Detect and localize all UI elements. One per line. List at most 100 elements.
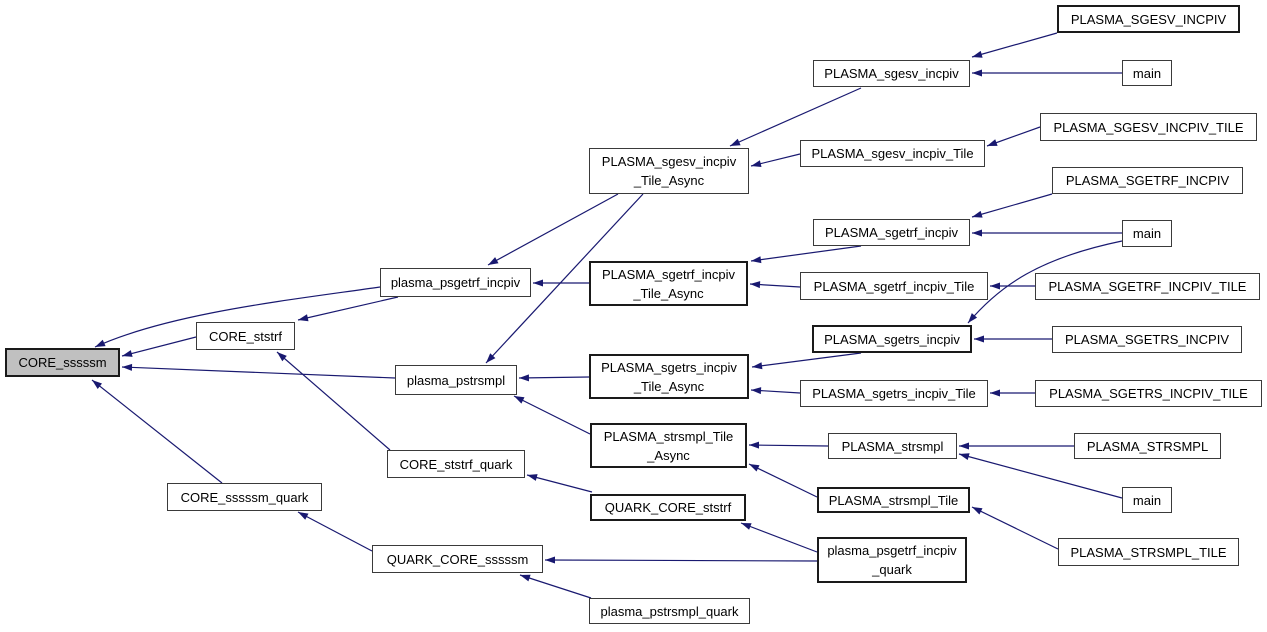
- edge-PLASMA_strsmpl_Tile--PLASMA_strsmpl_Tile_Async: [748, 463, 818, 498]
- arrowhead-plasma_psgetrf_incpiv--CORE_sssssm: [95, 339, 106, 347]
- node-PLASMA_strsmpl_Tile[interactable]: PLASMA_strsmpl_Tile: [817, 487, 970, 513]
- edge-CORE_ststrf--CORE_sssssm: [121, 336, 197, 357]
- arrowhead-CORE_ststrf--CORE_sssssm: [122, 350, 133, 357]
- node-PLASMA_strsmpl[interactable]: PLASMA_strsmpl: [828, 433, 957, 459]
- edge-QUARK_CORE_ststrf--CORE_ststrf_quark: [526, 474, 593, 493]
- node-plasma_pstrsmpl[interactable]: plasma_pstrsmpl: [395, 365, 517, 395]
- arrowhead-main-2--PLASMA_sgetrf_incpiv: [972, 229, 982, 237]
- arrowhead-PLASMA_sgetrf_incpiv--PLASMA_sgetrf_incpiv_Tile_Async: [751, 256, 762, 264]
- node-PLASMA_sgetrf_incpiv_Tile_Async[interactable]: PLASMA_sgetrf_incpiv_Tile_Async: [589, 261, 748, 306]
- edge-plasma_psgetrf_incpiv_quark--QUARK_CORE_sssssm: [544, 559, 818, 562]
- arrowhead-plasma_psgetrf_incpiv--CORE_ststrf: [298, 314, 309, 322]
- node-PLASMA_STRSMPL[interactable]: PLASMA_STRSMPL: [1074, 433, 1221, 459]
- node-label: PLASMA_SGETRS_INCPIV_TILE: [1049, 386, 1248, 401]
- edge-plasma_psgetrf_incpiv--CORE_ststrf: [297, 296, 399, 321]
- node-label: _Tile_Async: [633, 378, 705, 394]
- node-PLASMA_sgetrs_incpiv[interactable]: PLASMA_sgetrs_incpiv: [812, 325, 972, 353]
- node-label: PLASMA_sgetrs_incpiv: [601, 359, 737, 375]
- node-label: plasma_pstrsmpl_quark: [600, 603, 739, 619]
- node-plasma_pstrsmpl_quark[interactable]: plasma_pstrsmpl_quark: [589, 598, 750, 624]
- arrowhead-PLASMA_sgetrf_incpiv_Tile_Async--plasma_psgetrf_incpiv: [533, 279, 543, 287]
- edge-PLASMA_sgetrs_incpiv--PLASMA_sgetrs_incpiv_Tile_Async: [751, 352, 862, 368]
- edge-CORE_ststrf_quark--CORE_ststrf: [276, 351, 391, 451]
- arrowhead-PLASMA_sgetrs_incpiv--PLASMA_sgetrs_incpiv_Tile_Async: [752, 362, 763, 370]
- node-PLASMA_STRSMPL_TILE[interactable]: PLASMA_STRSMPL_TILE: [1058, 538, 1239, 566]
- edge-plasma_pstrsmpl_quark--QUARK_CORE_sssssm: [519, 574, 592, 599]
- arrowhead-CORE_sssssm_quark--CORE_sssssm: [92, 380, 102, 389]
- node-PLASMA_SGESV_INCPIV_TILE[interactable]: PLASMA_SGESV_INCPIV_TILE: [1040, 113, 1257, 141]
- node-label: PLASMA_STRSMPL_TILE: [1070, 544, 1227, 560]
- node-label: plasma_pstrsmpl: [406, 372, 506, 388]
- arrowhead-PLASMA_sgesv_incpiv_Tile_Async--plasma_pstrsmpl: [486, 353, 496, 363]
- node-label: PLASMA_SGETRS_INCPIV: [1065, 332, 1229, 347]
- arrowhead-main-1--PLASMA_sgesv_incpiv: [972, 69, 982, 77]
- node-label: PLASMA_sgetrf_incpiv: [825, 225, 958, 240]
- edge-main-3--PLASMA_strsmpl: [958, 453, 1123, 499]
- node-label: PLASMA_SGESV_INCPIV_TILE: [1053, 119, 1244, 135]
- node-PLASMA_SGETRS_INCPIV[interactable]: PLASMA_SGETRS_INCPIV: [1052, 326, 1242, 353]
- arrowhead-PLASMA_sgetrf_incpiv_Tile--PLASMA_sgetrf_incpiv_Tile_Async: [750, 281, 761, 289]
- node-label: PLASMA_sgesv_incpiv: [601, 154, 737, 169]
- edge-plasma_psgetrf_incpiv--CORE_sssssm: [94, 286, 381, 348]
- node-main-1[interactable]: main: [1122, 60, 1172, 86]
- node-label: PLASMA_sgetrf_incpiv_Tile: [813, 278, 975, 294]
- node-label: _Tile_Async: [633, 173, 705, 188]
- node-PLASMA_SGETRF_INCPIV[interactable]: PLASMA_SGETRF_INCPIV: [1052, 167, 1243, 194]
- node-PLASMA_strsmpl_Tile_Async[interactable]: PLASMA_strsmpl_Tile _Async: [590, 423, 747, 468]
- node-label: plasma_psgetrf_incpiv: [827, 543, 957, 558]
- node-label: CORE_sssssm_quark: [180, 489, 309, 505]
- arrowhead-PLASMA_SGETRF_INCPIV_TILE--PLASMA_sgetrf_incpiv_Tile: [990, 282, 1000, 290]
- node-PLASMA_SGESV_INCPIV[interactable]: PLASMA_SGESV_INCPIV: [1057, 5, 1240, 33]
- node-label: plasma_psgetrf_incpiv: [390, 275, 521, 290]
- node-PLASMA_sgetrs_incpiv_Tile_Async[interactable]: PLASMA_sgetrs_incpiv _Tile_Async: [589, 354, 749, 399]
- node-label: PLASMA_sgesv_incpiv: [824, 66, 959, 81]
- arrowhead-PLASMA_STRSMPL--PLASMA_strsmpl: [959, 442, 969, 450]
- node-label: main: [1132, 492, 1162, 508]
- node-PLASMA_sgesv_incpiv_Tile[interactable]: PLASMA_sgesv_incpiv_Tile: [800, 140, 985, 167]
- edge-PLASMA_sgesv_incpiv_Tile_Async--plasma_pstrsmpl: [485, 193, 644, 364]
- node-label: CORE_ststrf: [209, 328, 282, 344]
- node-label: _Async: [647, 447, 690, 463]
- node-CORE_sssssm_quark[interactable]: CORE_sssssm_quark: [167, 483, 322, 511]
- node-label: PLASMA_sgetrs_incpiv: [824, 331, 960, 347]
- edge-PLASMA_sgesv_incpiv_Tile_Async--plasma_psgetrf_incpiv: [487, 193, 619, 266]
- arrowhead-main-2--PLASMA_sgetrs_incpiv: [968, 313, 978, 323]
- node-PLASMA_SGETRF_INCPIV_TILE[interactable]: PLASMA_SGETRF_INCPIV_TILE: [1035, 273, 1260, 300]
- edge-QUARK_CORE_sssssm--CORE_sssssm_quark: [297, 511, 373, 552]
- node-CORE_ststrf_quark[interactable]: CORE_ststrf_quark: [387, 450, 525, 478]
- node-label: PLASMA_sgesv_incpiv_Tile: [811, 146, 974, 161]
- node-QUARK_CORE_sssssm[interactable]: QUARK_CORE_sssssm: [372, 545, 543, 573]
- node-label: _quark: [872, 562, 912, 577]
- arrowhead-QUARK_CORE_sssssm--CORE_sssssm_quark: [298, 512, 309, 520]
- node-label: QUARK_CORE_sssssm: [386, 551, 529, 567]
- edge-PLASMA_sgetrs_incpiv_Tile_Async--plasma_pstrsmpl: [518, 376, 590, 379]
- node-PLASMA_sgesv_incpiv_Tile_Async[interactable]: PLASMA_sgesv_incpiv _Tile_Async: [589, 148, 749, 194]
- arrowhead-PLASMA_SGETRF_INCPIV--PLASMA_sgetrf_incpiv: [972, 210, 983, 218]
- arrowhead-plasma_psgetrf_incpiv_quark--QUARK_CORE_sssssm: [545, 556, 555, 564]
- edge-PLASMA_SGESV_INCPIV--PLASMA_sgesv_incpiv: [971, 32, 1058, 58]
- node-main-2[interactable]: main: [1122, 220, 1172, 247]
- node-label: main: [1132, 226, 1162, 241]
- node-PLASMA_sgetrs_incpiv_Tile[interactable]: PLASMA_sgetrs_incpiv_Tile: [800, 380, 988, 407]
- arrowhead-PLASMA_SGETRS_INCPIV--PLASMA_sgetrs_incpiv: [974, 335, 984, 343]
- node-PLASMA_sgetrf_incpiv[interactable]: PLASMA_sgetrf_incpiv: [813, 219, 970, 246]
- node-plasma_psgetrf_incpiv_quark[interactable]: plasma_psgetrf_incpiv _quark: [817, 537, 967, 583]
- node-plasma_psgetrf_incpiv[interactable]: plasma_psgetrf_incpiv: [380, 268, 531, 297]
- arrowhead-PLASMA_sgetrs_incpiv_Tile--PLASMA_sgetrs_incpiv_Tile_Async: [751, 387, 762, 395]
- node-PLASMA_sgetrf_incpiv_Tile[interactable]: PLASMA_sgetrf_incpiv_Tile: [800, 272, 988, 300]
- arrowhead-plasma_pstrsmpl_quark--QUARK_CORE_sssssm: [520, 574, 531, 582]
- arrowhead-PLASMA_sgetrs_incpiv_Tile_Async--plasma_pstrsmpl: [519, 374, 529, 382]
- node-QUARK_CORE_ststrf[interactable]: QUARK_CORE_ststrf: [590, 494, 746, 521]
- node-label: PLASMA_sgetrs_incpiv_Tile: [812, 386, 976, 401]
- node-CORE_ststrf[interactable]: CORE_ststrf: [196, 322, 295, 350]
- edge-plasma_pstrsmpl--CORE_sssssm: [121, 366, 396, 379]
- node-PLASMA_SGETRS_INCPIV_TILE[interactable]: PLASMA_SGETRS_INCPIV_TILE: [1035, 380, 1262, 407]
- node-label: PLASMA_SGETRF_INCPIV_TILE: [1048, 279, 1247, 294]
- node-main-3[interactable]: main: [1122, 487, 1172, 513]
- arrowhead-PLASMA_sgesv_incpiv_Tile_Async--plasma_psgetrf_incpiv: [488, 257, 499, 265]
- node-label: PLASMA_strsmpl_Tile: [603, 428, 734, 444]
- node-label: PLASMA_SGESV_INCPIV: [1070, 11, 1227, 27]
- node-PLASMA_sgesv_incpiv[interactable]: PLASMA_sgesv_incpiv: [813, 60, 970, 87]
- edge-PLASMA_strsmpl_Tile_Async--plasma_pstrsmpl: [513, 395, 591, 435]
